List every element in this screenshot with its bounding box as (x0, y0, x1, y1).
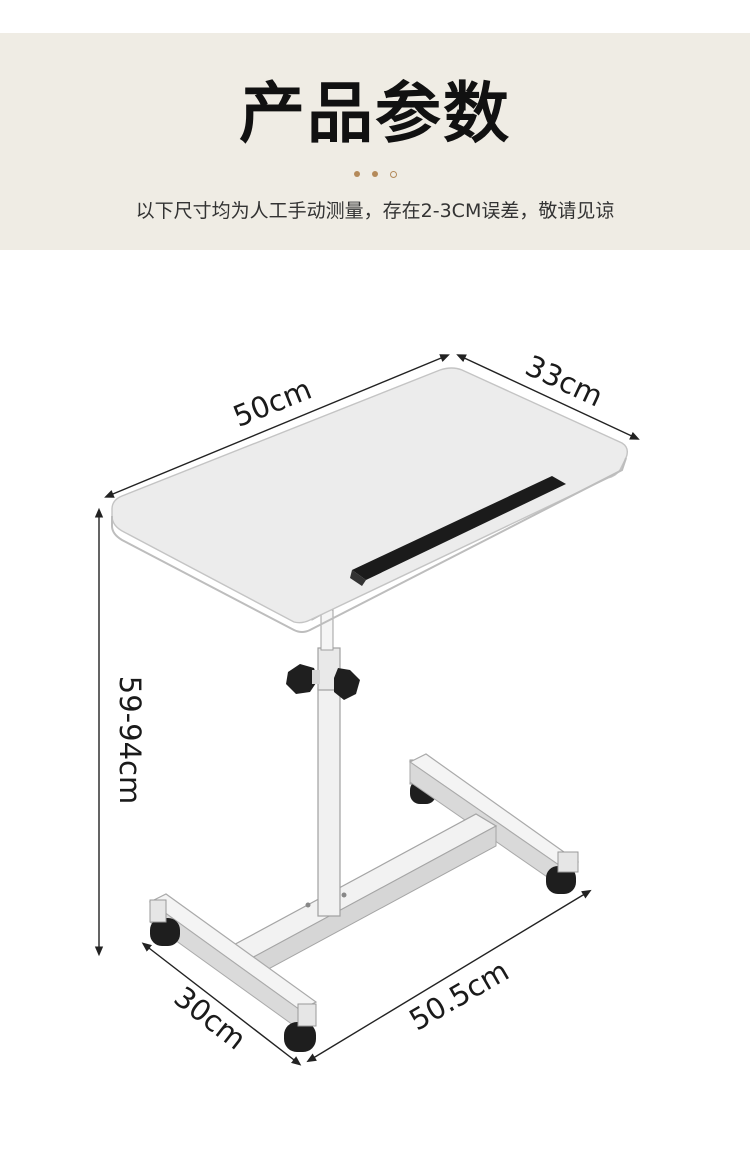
page-title: 产品参数 (239, 75, 511, 152)
header-banner (0, 33, 750, 250)
height-label: 59-94cm (113, 676, 147, 804)
dot-outline-icon (389, 170, 397, 178)
base-width-label: 50.5cm (403, 953, 514, 1037)
adjust-knob-icon (286, 664, 360, 700)
dimension-lines (94, 354, 640, 1066)
decorative-dots (0, 168, 750, 180)
tabletop (111, 367, 629, 633)
height-column (305, 609, 347, 917)
dot-icon (353, 171, 360, 177)
product-diagram: 50cm 33cm 59-94cm 30cm 50.5cm (94, 348, 640, 1066)
measurement-note: 以下尺寸均为人工手动测量，存在2-3CM误差，敬请见谅 (135, 200, 615, 222)
dot-icon (371, 171, 378, 177)
base-frame (148, 753, 580, 1052)
